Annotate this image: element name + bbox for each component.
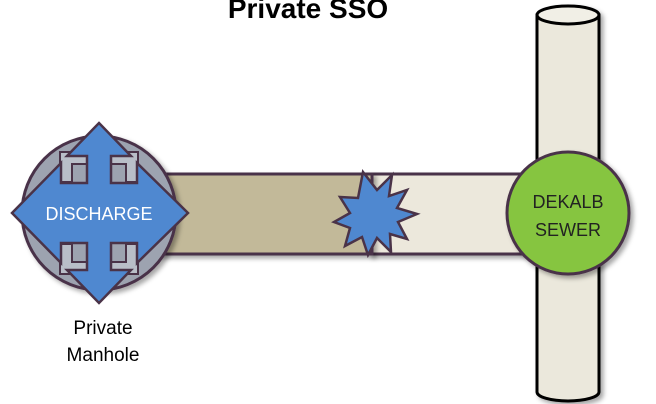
sewer-label-line-1: DEKALB (532, 192, 603, 212)
sewer-label-line-2: SEWER (535, 220, 601, 240)
manhole-label-line-1: Private (73, 318, 132, 339)
diagram-title: Private SSO (228, 0, 388, 24)
private-manhole: DISCHARGE (10, 121, 190, 305)
discharge-label: DISCHARGE (45, 204, 152, 224)
dekalb-sewer-node: DEKALB SEWER (505, 150, 631, 276)
discharge-arrows-icon (10, 121, 190, 305)
manhole-label-line-2: Manhole (67, 345, 140, 366)
pipe-break-burst-icon (331, 169, 421, 259)
